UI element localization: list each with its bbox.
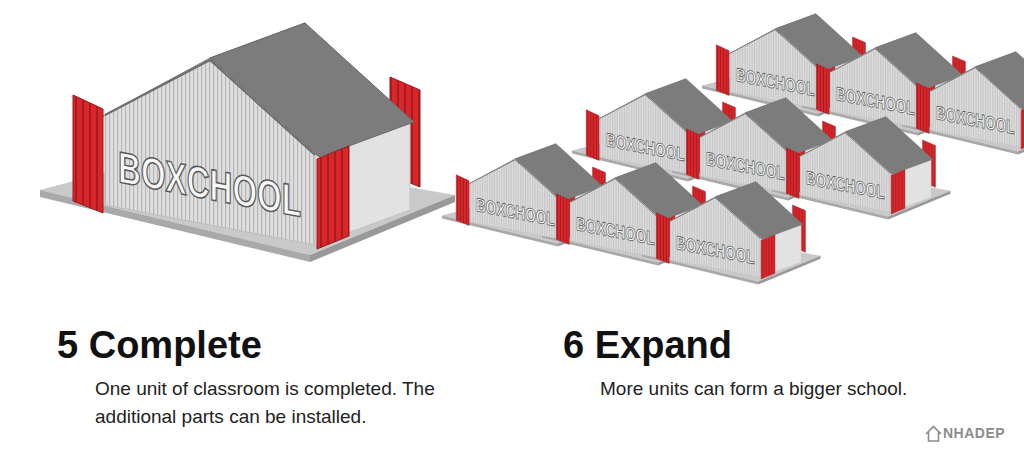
facade-lettering: BOXCHOOL [736, 66, 815, 100]
facade-lettering: BOXCHOOL [706, 150, 785, 184]
single-unit [40, 23, 455, 262]
facade-lettering: BOXCHOOL [576, 215, 655, 249]
facade-lettering: BOXCHOOL [606, 131, 685, 165]
facade-lettering: BOXCHOOL [676, 234, 755, 268]
classroom-unit [73, 23, 420, 249]
classroom-unit [786, 117, 935, 214]
facade-lettering: BOXCHOOL [936, 104, 1015, 138]
facade-lettering: BOXCHOOL [118, 145, 301, 224]
classroom-unit [656, 182, 805, 279]
step-description: One unit of classroom is completed. The … [95, 375, 495, 431]
facade-lettering: BOXCHOOL [806, 169, 885, 203]
step-heading: 6 Expand [563, 324, 732, 368]
step-heading: 5 Complete [57, 324, 262, 368]
step-description: More units can form a bigger school. [600, 375, 1020, 403]
watermark: NHADEP [943, 425, 1005, 441]
classroom-unit [916, 52, 1024, 149]
unit-row [442, 144, 820, 285]
watermark-icon [926, 427, 941, 442]
facade-lettering: BOXCHOOL [476, 196, 555, 230]
facade-lettering: BOXCHOOL [836, 85, 915, 119]
